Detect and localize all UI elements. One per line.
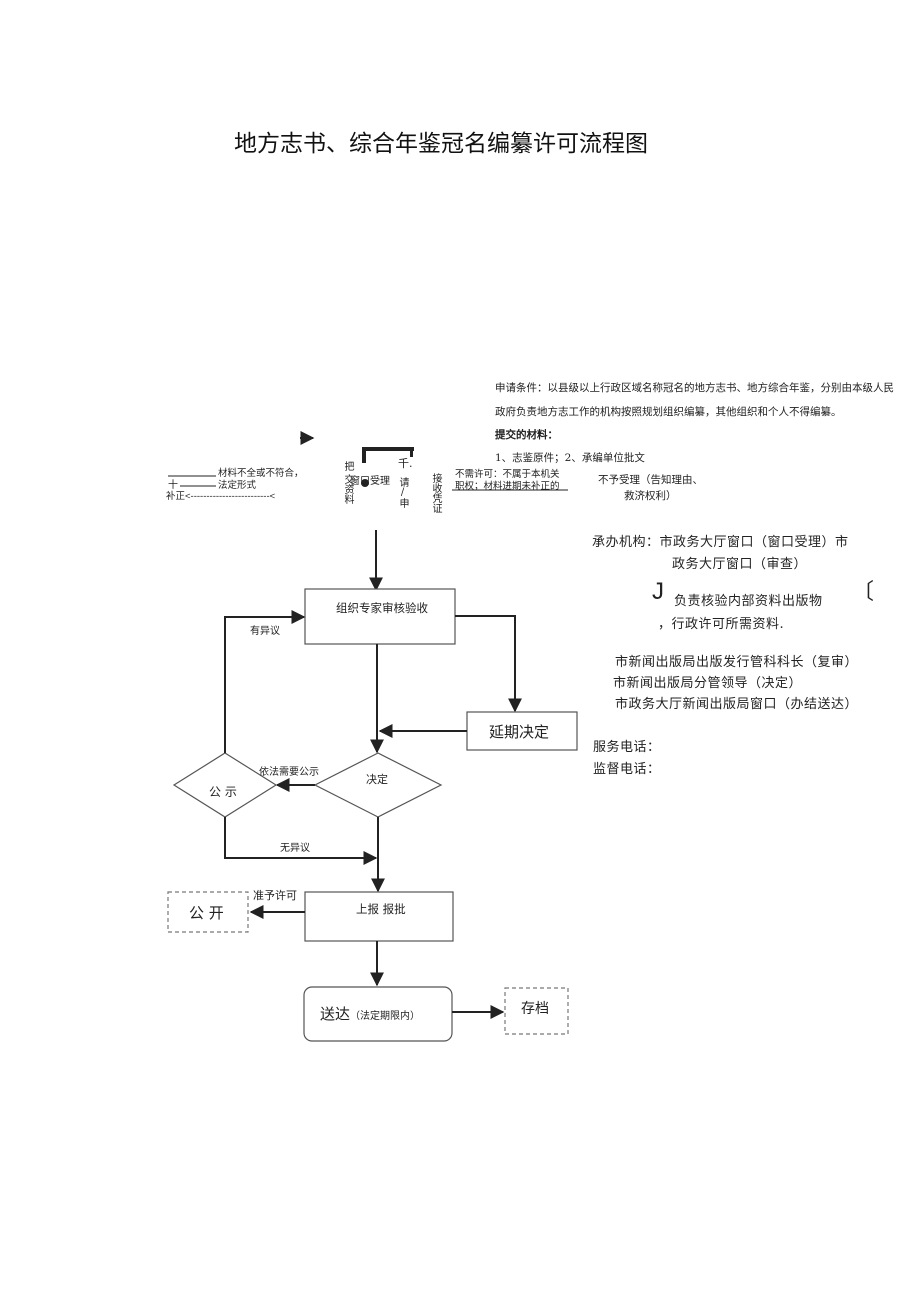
has-objection-label: 有异议 <box>250 626 280 637</box>
conditions-line-1: 申请条件：以县级以上行政区域名称冠名的地方志书、地方综合年鉴，分别由本级人民 <box>495 382 894 394</box>
label-receipt: 接收凭证 <box>430 473 441 513</box>
report-approve-label: 上报 报批 <box>356 902 406 916</box>
mark-qian: 千. <box>398 457 413 470</box>
no-objection-label: 无异议 <box>280 843 310 854</box>
label-window-accept: 窗口受理 <box>350 476 390 487</box>
expert-review-label: 组织专家审核验收 <box>336 601 428 615</box>
responsibility-line-2: ，行政许可所需资料. <box>658 617 785 632</box>
public-open-label: 公 开 <box>189 904 224 922</box>
publicize-label: 公 示 <box>209 785 237 799</box>
materials-list: 1、志鉴原件；2、承编单位批文 <box>495 452 645 464</box>
chain-line-1: 市新闻出版局出版发行管科科长（复审） <box>615 655 859 670</box>
deliver-note-text: （法定期限内） <box>350 1011 421 1022</box>
grant-permit-label: 准予许可 <box>253 889 297 902</box>
archive-label: 存档 <box>521 1001 549 1017</box>
report-approve-box <box>304 891 454 942</box>
label-ba: 把 <box>342 461 353 471</box>
t-bar-right <box>410 447 413 457</box>
bracket-mark: 〔 <box>852 580 875 605</box>
incomplete-materials-text: 材料不全或不符合， <box>218 468 304 479</box>
public-open-box <box>167 891 249 933</box>
delay-decision-label: 延期决定 <box>489 723 550 741</box>
t-bar-left <box>362 447 366 463</box>
dot-marker <box>361 479 369 487</box>
no-permit-line-2: 职权；材料进期未补正的 <box>455 481 560 492</box>
plus-marker: 十 <box>168 480 178 491</box>
archive-box <box>504 987 569 1035</box>
no-permit-line-1: 不需许可：不属于本机关 <box>455 469 560 480</box>
decision-label: 决定 <box>366 773 388 786</box>
label-apply: 请/申 <box>397 477 408 508</box>
label-submit-materials: 交资料 <box>342 474 353 504</box>
delay-decision-box <box>466 711 578 751</box>
reject-line-1: 不予受理（告知理由、 <box>598 474 703 486</box>
j-mark: J <box>652 578 664 605</box>
expert-review-box <box>304 588 456 645</box>
organizer-line-2: 政务大厅窗口（审查） <box>672 557 808 572</box>
deliver-label: 送达（法定期限内） <box>320 1003 420 1024</box>
service-phone: 服务电话： <box>593 740 661 755</box>
organizer-line-1: 承办机构：市政务大厅窗口（窗口受理）市 <box>592 535 849 550</box>
deliver-box <box>303 986 453 1042</box>
publicize-required-label: 依法需要公示 <box>259 767 319 778</box>
supervise-phone: 监督电话： <box>593 762 661 777</box>
responsibility-line-1: 负责核验内部资料出版物 <box>674 594 823 609</box>
conditions-line-2: 政府负责地方志工作的机构按照规划组织编纂，其他组织和个人不得编纂。 <box>495 406 842 418</box>
chain-line-3: 市政务大厅新闻出版局窗口（办结送达） <box>615 697 859 712</box>
correction-arrow-text: 补正<-------------------------< <box>166 491 276 502</box>
materials-heading: 提交的材料： <box>495 429 558 441</box>
arrow-no-objection <box>224 817 378 865</box>
reject-line-2: 救济权利） <box>624 490 677 502</box>
deliver-main-text: 送达 <box>320 1005 351 1023</box>
legal-form-text: 法定形式 <box>218 480 257 491</box>
arrow-to-delay-decision <box>455 615 522 713</box>
arrow-objection-loop <box>224 610 306 753</box>
t-bar-top <box>362 447 414 451</box>
chain-line-2: 市新闻出版局分管领导（决定） <box>613 676 803 691</box>
page-title: 地方志书、综合年鉴冠名编纂许可流程图 <box>234 131 648 157</box>
